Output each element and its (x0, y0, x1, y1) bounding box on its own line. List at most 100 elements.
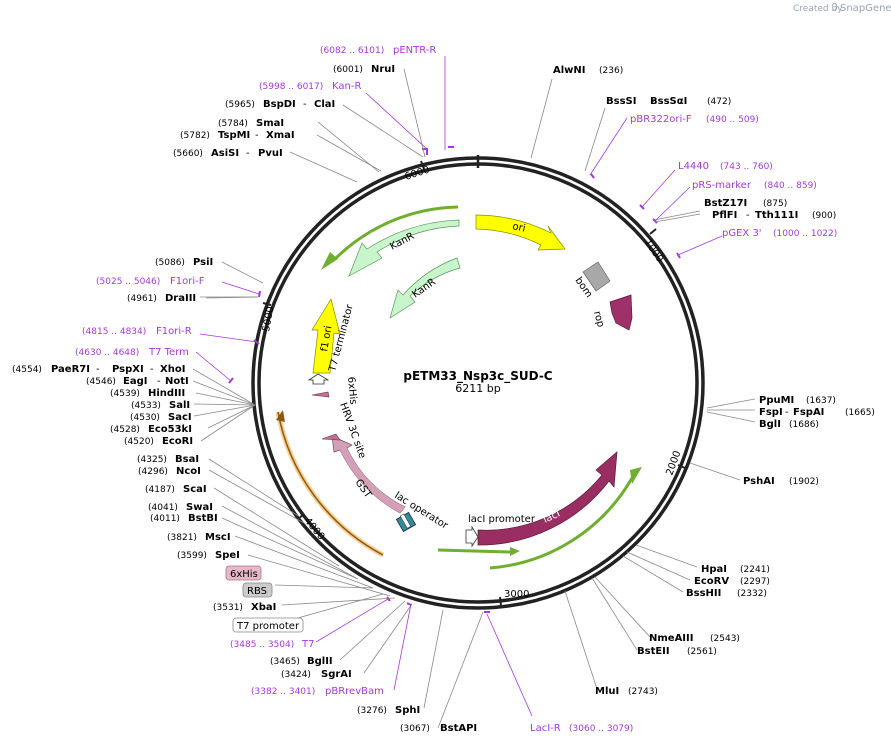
primer-pgex-3[interactable]: pGEX 3' (722, 228, 762, 239)
site-sali-pos: (4533) (131, 401, 161, 411)
site-xmai[interactable]: XmaI (266, 130, 295, 141)
site-fspi-pos: (1665) (845, 408, 875, 418)
site-tspmi[interactable]: TspMI (218, 130, 250, 141)
site-bspdi[interactable]: BspDI (263, 99, 296, 110)
feature-lac-operator-stripe (399, 513, 412, 529)
site-msci-pos: (3821) (167, 533, 197, 543)
site-noti[interactable]: NotI (165, 376, 189, 387)
feature-f1-ori-label: f1 ori (319, 325, 334, 353)
site-fspai[interactable]: FspAI (793, 407, 824, 418)
site-pflfi-pos: (900) (812, 211, 836, 221)
site-bsshii-pos: (2332) (737, 589, 767, 599)
site-bsteii[interactable]: BstEII (637, 646, 670, 657)
primer-l4440[interactable]: L4440 (678, 161, 709, 172)
feature-bom[interactable] (582, 261, 611, 292)
primer-t7[interactable]: T7 (301, 639, 314, 650)
site-bstbi[interactable]: BstBI (188, 513, 218, 524)
site-hindiii[interactable]: HindIII (148, 388, 185, 399)
feature-kanr-2[interactable] (389, 257, 461, 319)
site-bglii[interactable]: BglII (307, 656, 333, 667)
site-pshai[interactable]: PshAI (743, 476, 775, 487)
primer-kan-r[interactable]: Kan-R (332, 81, 361, 92)
site-bgli[interactable]: BglI (759, 419, 781, 430)
site-saci[interactable]: SacI (168, 412, 192, 423)
site-bstz17i[interactable]: BstZ17I (704, 198, 747, 209)
primer-prs-marker-range: (840 .. 859) (764, 181, 817, 191)
site-xhoi[interactable]: XhoI (160, 364, 185, 375)
site-bsssai[interactable]: BssSαI (650, 96, 687, 107)
site-sgrai[interactable]: SgrAI (321, 669, 352, 680)
site-eagi[interactable]: EagI (123, 376, 147, 387)
site-nmeaiii[interactable]: NmeAIII (649, 633, 693, 644)
site-spei-pos: (3599) (177, 551, 207, 561)
site-sphi[interactable]: SphI (395, 705, 420, 716)
site-ecori-pos: (4520) (124, 437, 154, 447)
feature-rop-label: rop (591, 310, 606, 329)
site-bsai[interactable]: BsaI (175, 454, 199, 465)
site-ppumi-pos: (1637) (806, 396, 836, 406)
feature-rop[interactable] (609, 294, 633, 331)
feature-f1-ori[interactable] (311, 298, 341, 374)
site-alwni[interactable]: AlwNI (553, 65, 586, 76)
site-nmeaiii-pos: (2543) (710, 634, 740, 644)
primer-f1ori-r[interactable]: F1ori-R (156, 326, 192, 337)
site-hpai[interactable]: HpaI (701, 564, 727, 575)
site-nrui[interactable]: NruI (371, 64, 395, 75)
site-scai-pos: (4187) (145, 485, 175, 495)
site-spei[interactable]: SpeI (215, 550, 240, 561)
tick-3000: 3000 (504, 589, 529, 600)
site-bsshii[interactable]: BssHII (686, 588, 721, 599)
label-6xhis: 6xHis (230, 569, 258, 580)
site-ecori[interactable]: EcoRI (162, 436, 193, 447)
site-msci[interactable]: MscI (205, 532, 231, 543)
primer-pbr322ori-f[interactable]: pBR322ori-F (630, 114, 692, 125)
feature-6xhis[interactable] (311, 391, 330, 398)
site-ppumi[interactable]: PpuMI (759, 395, 794, 406)
primer-pentr-r[interactable]: pENTR-R (393, 45, 436, 56)
site-smai[interactable]: SmaI (256, 118, 284, 129)
site-pflfi[interactable]: PflFI (712, 210, 737, 221)
site-ncoi[interactable]: NcoI (176, 466, 201, 477)
site-sgrai-pos: (3424) (281, 670, 311, 680)
site-bsssi[interactable]: BssSI (606, 96, 636, 107)
label-6xhis-box[interactable] (225, 565, 262, 581)
site-psii[interactable]: PsiI (193, 257, 213, 268)
feature-gst-label: GST (353, 477, 374, 501)
feature-hrv-3c-site[interactable] (321, 433, 341, 441)
primer-l4440-range: (743 .. 760) (720, 162, 773, 172)
primer-prs-marker[interactable]: pRS-marker (692, 180, 752, 191)
site-draiii[interactable]: DraIII (165, 293, 196, 304)
site-bstapi[interactable]: BstAPI (440, 723, 477, 734)
primer-pbrrevbam[interactable]: pBRrevBam (325, 686, 384, 697)
label-t7-promoter-box[interactable] (232, 617, 304, 633)
site-eco53ki[interactable]: Eco53kI (148, 424, 192, 435)
feature-gst-body (340, 448, 405, 513)
label-rbs-box[interactable] (242, 582, 273, 598)
feature-ori[interactable] (475, 214, 566, 251)
site-fspi[interactable]: FspI (759, 407, 783, 418)
site-pvui[interactable]: PvuI (258, 148, 283, 159)
primer-t7-term[interactable]: T7 Term (148, 347, 189, 358)
site-sali[interactable]: SalI (169, 400, 190, 411)
site-asisi[interactable]: AsiSI (211, 148, 239, 159)
site-ecorv[interactable]: EcoRV (694, 576, 729, 587)
feature-kanr[interactable] (348, 219, 460, 277)
site-swai[interactable]: SwaI (186, 502, 213, 513)
site-paer7i[interactable]: PaeR7I (51, 364, 90, 375)
snapgene-logo-icon (832, 2, 838, 11)
site-scai[interactable]: ScaI (183, 484, 207, 495)
feature-t7-terminator[interactable] (307, 373, 330, 385)
site-dash: - (150, 364, 154, 375)
primer-f1ori-f[interactable]: F1ori-F (170, 276, 205, 287)
feature-laci[interactable] (477, 451, 618, 546)
kanr-direction-arrow (333, 205, 459, 261)
site-tth111i[interactable]: Tth111I (755, 210, 798, 221)
site-xbai[interactable]: XbaI (251, 602, 276, 613)
site-pspxi[interactable]: PspXI (112, 364, 144, 375)
site-clai[interactable]: ClaI (314, 99, 335, 110)
site-mlui[interactable]: MluI (595, 686, 619, 697)
feature-laci-promoter[interactable] (465, 525, 479, 548)
primer-laci-r[interactable]: LacI-R (530, 723, 561, 734)
site-draiii-pos: (4961) (127, 294, 157, 304)
site-bgli-pos: (1686) (789, 420, 819, 430)
